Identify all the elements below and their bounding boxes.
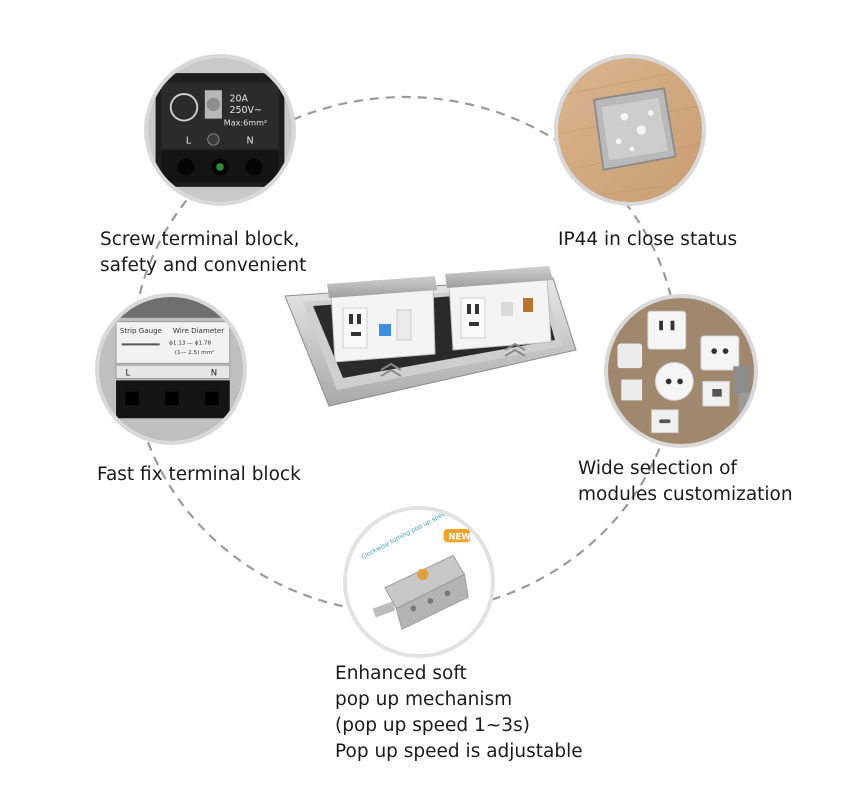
label-l: L bbox=[126, 369, 131, 379]
ip44-caption: IP44 in close status bbox=[558, 227, 737, 253]
fast-fix-caption: Fast fix terminal block bbox=[97, 462, 301, 488]
wire-section-range: (1— 2.5) mm² bbox=[175, 349, 215, 356]
ip44-closed-photo bbox=[554, 54, 706, 206]
modules-caption: Wide selection of modules customization bbox=[578, 456, 793, 508]
rating-volts: 250V~ bbox=[229, 105, 261, 116]
strip-gauge-label: Strip Gauge bbox=[120, 326, 162, 335]
new-badge: NEW bbox=[448, 532, 471, 542]
floor-box-product bbox=[283, 258, 578, 408]
label-n: N bbox=[247, 135, 254, 146]
wire-diameter-label: Wire Diameter bbox=[173, 326, 224, 335]
caption-line: Pop up speed is adjustable bbox=[335, 741, 583, 762]
caption-line: (pop up speed 1~3s) bbox=[335, 715, 530, 736]
caption-line: Enhanced soft bbox=[335, 663, 467, 684]
caption-line: Wide selection of bbox=[578, 458, 737, 479]
caption-line: Fast fix terminal block bbox=[97, 464, 301, 485]
caption-line: IP44 in close status bbox=[558, 229, 738, 250]
caption-line: safety and convenient bbox=[100, 255, 307, 276]
modules-photo bbox=[604, 294, 758, 448]
screw-terminal-photo: 20A 250V~ Max:6mm² L N bbox=[144, 54, 296, 206]
rating-amps: 20A bbox=[229, 94, 248, 105]
mechanism-caption: Enhanced soft pop up mechanism (pop up s… bbox=[335, 661, 583, 765]
mechanism-photo: Clockwise turning pop up speed will be q… bbox=[343, 506, 495, 658]
caption-line: modules customization bbox=[578, 484, 793, 505]
caption-line: pop up mechanism bbox=[335, 689, 513, 710]
fast-fix-terminal-photo: Strip Gauge Wire Diameter ɸ1.13 — ɸ1.78 … bbox=[95, 293, 247, 445]
label-n: N bbox=[211, 369, 217, 379]
screw-terminal-caption: Screw terminal block, safety and conveni… bbox=[100, 227, 306, 279]
label-l: L bbox=[186, 135, 192, 146]
wire-diameter-range: ɸ1.13 — ɸ1.78 bbox=[169, 340, 211, 346]
caption-line: Screw terminal block, bbox=[100, 229, 300, 250]
rating-max-wire: Max:6mm² bbox=[224, 118, 267, 127]
